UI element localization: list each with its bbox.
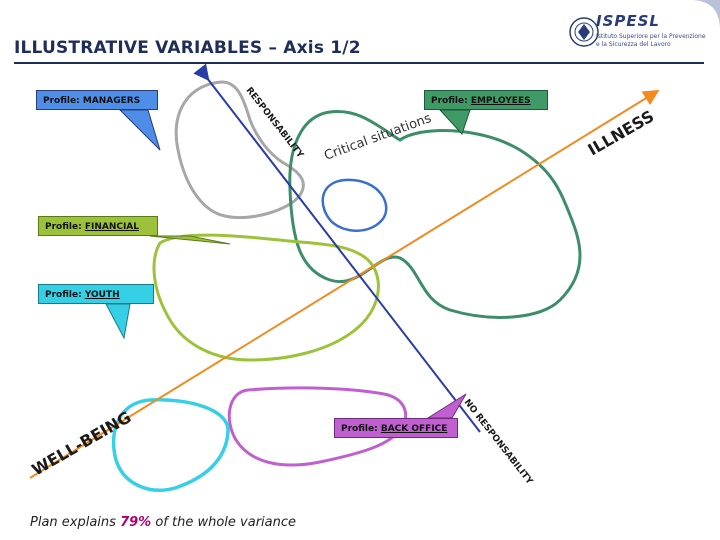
- profile-financial: Profile: FINANCIAL: [38, 216, 158, 236]
- ispesl-logo: [569, 17, 599, 47]
- employees-callout-tail: [438, 109, 471, 135]
- variance-footnote: Plan explains 79% of the whole variance: [30, 515, 296, 530]
- critical-situations-label: Critical situations: [322, 111, 433, 164]
- managers-callout-tail: [118, 109, 161, 151]
- corner-decoration: [690, 0, 720, 30]
- footnote-percent: 79%: [120, 515, 152, 530]
- title-underline: [14, 62, 704, 64]
- employees-loop: [288, 109, 582, 319]
- profile-back-office: Profile: BACK OFFICE: [334, 418, 458, 438]
- managers-loop: [174, 80, 305, 220]
- profile-employees: Profile: EMPLOYEES: [424, 90, 548, 110]
- no-responsability-label: NO RESPONSABILITY: [462, 398, 535, 487]
- profile-back-office-name: BACK OFFICE: [380, 424, 448, 434]
- profile-managers-name: MANAGERS: [82, 96, 141, 106]
- financial-callout-tail: [149, 235, 231, 245]
- profile-financial-name: FINANCIAL: [84, 222, 140, 232]
- back-office-loop: [227, 386, 407, 467]
- logo-name: ISPESL: [596, 12, 660, 30]
- wellbeing-illness-axis: [29, 89, 660, 479]
- profile-youth-prefix: Profile:: [45, 290, 82, 300]
- youth-callout-tail: [105, 303, 131, 340]
- logo-subtitle-2: e la Sicurezza del Lavoro: [596, 41, 671, 48]
- profile-managers-prefix: Profile:: [43, 96, 80, 106]
- footnote-after: of the whole variance: [151, 515, 296, 530]
- profile-managers: Profile: MANAGERS: [36, 90, 158, 110]
- responsability-axis: [193, 63, 481, 433]
- logo-subtitle-1: Istituto Superiore per la Prevenzione: [596, 33, 706, 40]
- profile-financial-prefix: Profile:: [45, 222, 82, 232]
- wellbeing-loop: [111, 398, 230, 492]
- profile-youth: Profile: YOUTH: [38, 284, 154, 304]
- page-title: ILLUSTRATIVE VARIABLES – Axis 1/2: [14, 38, 361, 58]
- profile-youth-name: YOUTH: [84, 290, 120, 300]
- financial-loop: [152, 233, 380, 362]
- profile-employees-prefix: Profile:: [431, 96, 468, 106]
- profile-employees-name: EMPLOYEES: [470, 96, 531, 106]
- footnote-before: Plan explains: [30, 515, 121, 530]
- profile-back-office-prefix: Profile:: [341, 424, 378, 434]
- critical-situations-loop: [321, 178, 388, 232]
